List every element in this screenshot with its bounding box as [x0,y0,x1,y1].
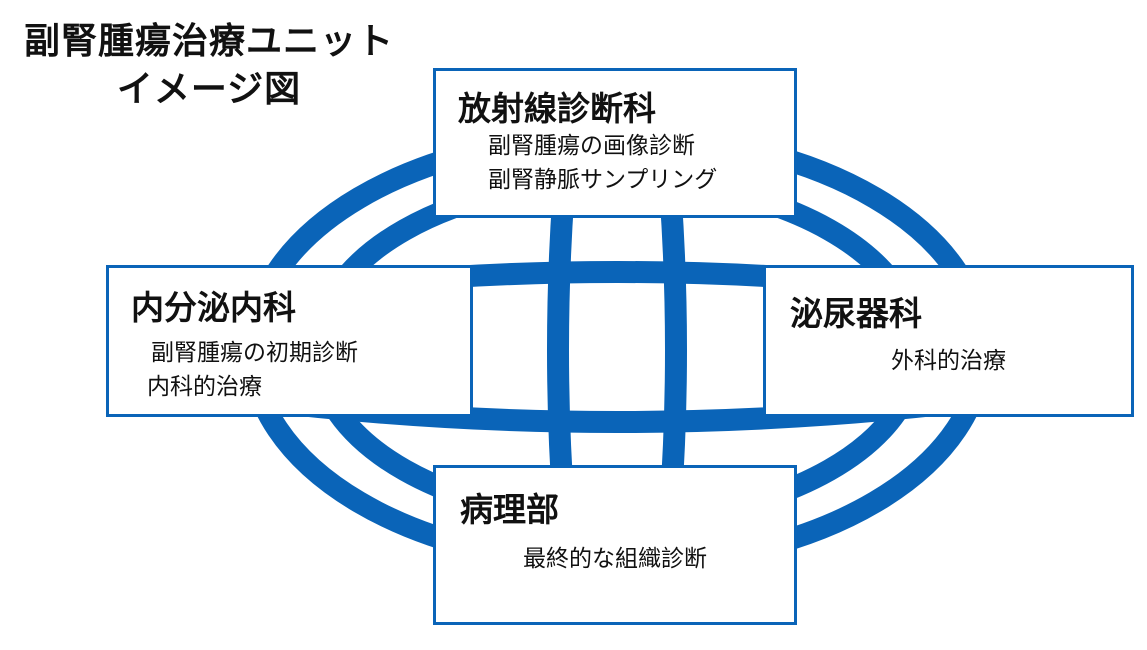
diagram-title-line1: 副腎腫瘍治療ユニット [23,21,394,62]
department-box-pathology: 病理部 最終的な組織診断 [433,465,797,625]
department-box-endocrinology: 内分泌内科 副腎腫瘍の初期診断 内科的治療 [106,265,473,417]
department-box-urology: 泌尿器科 外科的治療 [763,265,1134,417]
department-name-radiology: 放射線診断科 [458,89,656,128]
department-box-radiology: 放射線診断科 副腎腫瘍の画像診断 副腎静脈サンプリング [433,68,797,218]
department-name-endocrinology: 内分泌内科 [131,288,296,327]
department-roles-urology: 外科的治療 [766,344,1131,378]
role-text: 副腎腫瘍の画像診断 [488,133,695,159]
role-text: 副腎腫瘍の初期診断 [151,340,358,366]
role-text: 内科的治療 [147,374,262,400]
role-text: 最終的な組織診断 [523,546,707,572]
department-roles-pathology: 最終的な組織診断 [436,542,794,576]
department-roles-radiology: 副腎腫瘍の画像診断 副腎静脈サンプリング [488,129,717,197]
role-text: 外科的治療 [891,348,1006,374]
department-roles-endocrinology: 副腎腫瘍の初期診断 内科的治療 [147,336,358,404]
department-name-urology: 泌尿器科 [790,294,922,333]
role-text: 副腎静脈サンプリング [488,167,718,193]
diagram-title-line2: イメージ図 [116,69,302,110]
department-name-pathology: 病理部 [460,490,559,529]
diagram-title: 副腎腫瘍治療ユニット イメージ図 [14,18,404,114]
